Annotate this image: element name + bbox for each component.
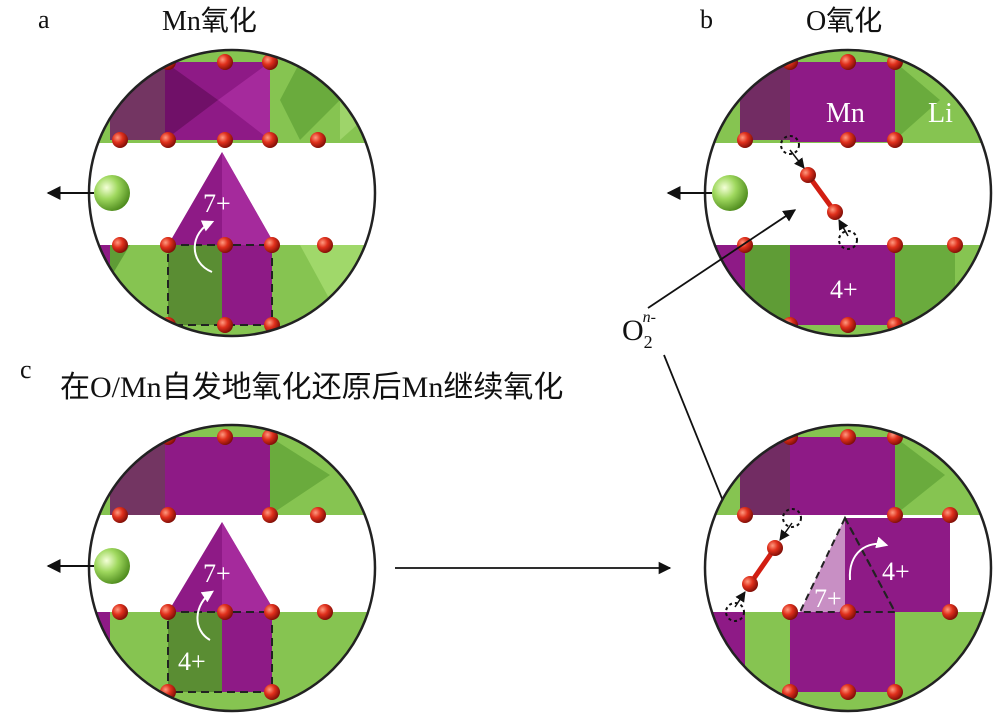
panel-c-letter: c	[20, 355, 32, 384]
panel-c-caption: 在O/Mn自发地氧化还原后Mn继续氧化	[60, 371, 563, 404]
migration-curve-arrow	[848, 536, 889, 581]
peroxo-arrow-up	[647, 209, 797, 309]
panel-b-letter: b	[700, 5, 713, 34]
panel-b-title: O氧化	[806, 5, 882, 37]
panel-a-title: Mn氧化	[162, 5, 257, 37]
li-atom	[94, 175, 130, 211]
panel-c-structure	[89, 425, 375, 711]
panel-b-state: 4+	[830, 275, 858, 304]
peroxo-label: O2n-	[622, 309, 656, 352]
oxygen-atoms	[112, 429, 333, 700]
li-label: Li	[928, 98, 953, 129]
panel-a-structure	[89, 50, 375, 336]
migration-curve-arrow	[193, 220, 215, 273]
panel-d-state-left: 7+	[814, 584, 842, 613]
panel-d-state-right: 4+	[882, 557, 910, 586]
migration-curve-arrow	[196, 590, 214, 641]
panel-c-state-top: 7+	[203, 559, 231, 588]
li-atom	[712, 175, 748, 211]
mn-label: Mn	[826, 98, 865, 129]
panel-d-ring	[703, 423, 993, 713]
panel-a-letter: a	[38, 5, 50, 34]
panel-b: b O氧化	[666, 5, 993, 338]
panel-c-state-bottom: 4+	[178, 647, 206, 676]
panel-a: a Mn氧化	[38, 5, 377, 338]
panel-a-state: 7+	[203, 189, 231, 218]
panel-b-structure	[705, 50, 991, 336]
li-atom	[94, 548, 130, 584]
oxygen-atoms	[737, 429, 958, 700]
panel-c: c 在O/Mn自发地氧化还原后Mn继续氧化	[20, 355, 563, 713]
panel-d: 7+ 4+	[703, 423, 993, 713]
panel-c-ring	[87, 423, 377, 713]
